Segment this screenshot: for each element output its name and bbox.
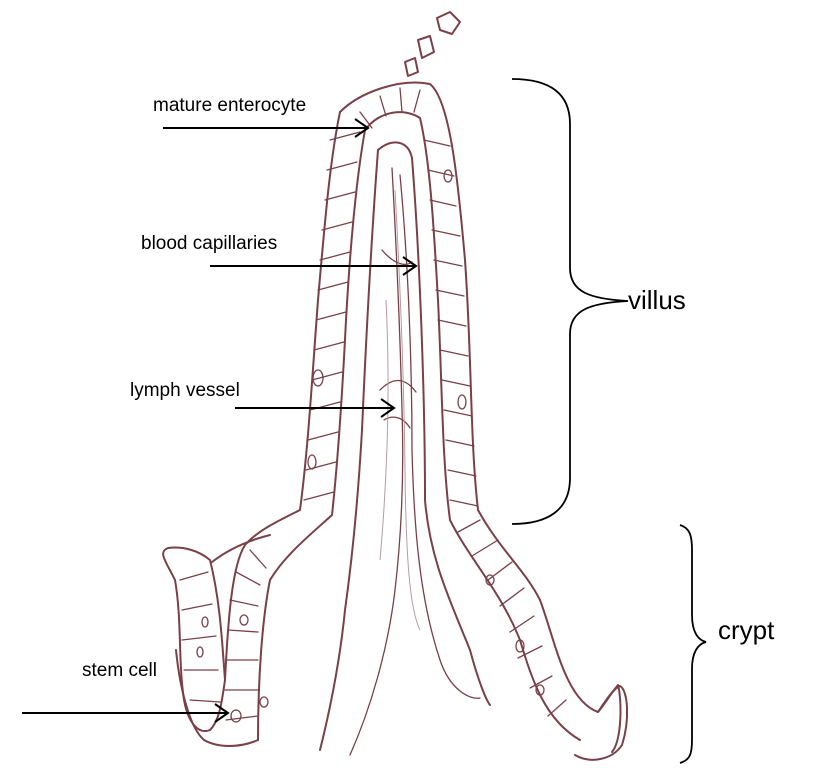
- capillaries-arrow: [210, 257, 416, 275]
- lymph-vessel-label: lymph vessel: [130, 380, 240, 402]
- crypt-label: crypt: [718, 615, 774, 646]
- crypt-brace: [680, 525, 706, 763]
- blood-capillaries-label: blood capillaries: [141, 233, 277, 255]
- stem-cell-arrow: [22, 704, 228, 722]
- villus-label: villus: [628, 285, 686, 316]
- stem-cell-label: stem cell: [82, 660, 157, 682]
- lymph-arrow: [235, 399, 394, 417]
- mature-enterocyte-label: mature enterocyte: [153, 95, 306, 117]
- villus-brace: [512, 79, 628, 524]
